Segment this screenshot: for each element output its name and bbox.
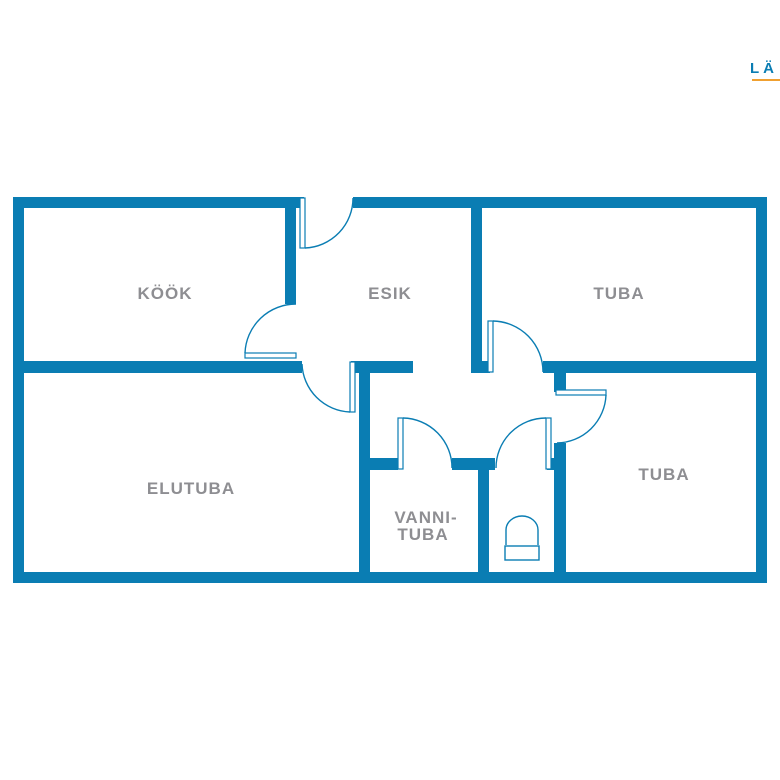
- wall-right: [756, 197, 767, 583]
- logo-underline: [752, 79, 780, 81]
- wall-bedroom1-bedroom2: [543, 361, 767, 373]
- logo-text: LÄ: [750, 60, 778, 77]
- wall-hall-bedroom1: [471, 197, 482, 373]
- door-wc[interactable]: [495, 417, 552, 470]
- wall-stub-bedroom1: [482, 361, 490, 373]
- room-label-kitchen: KÖÖK: [138, 284, 193, 303]
- wall-top-right: [353, 197, 767, 208]
- doors: [244, 197, 607, 470]
- room-label-bath-line1: VANNI-: [394, 508, 457, 527]
- wall-bath-top-mid: [452, 458, 495, 470]
- door-entrance[interactable]: [299, 197, 354, 249]
- wall-bedroom2-upper: [554, 361, 566, 392]
- logo: LÄ: [750, 60, 780, 81]
- wall-kitchen-living: [13, 361, 302, 373]
- door-bathroom[interactable]: [397, 417, 453, 470]
- door-bedroom2[interactable]: [555, 389, 607, 444]
- door-kitchen[interactable]: [244, 303, 297, 359]
- room-label-bedroom1: TUBA: [593, 284, 644, 303]
- room-label-bath-line2: TUBA: [397, 525, 448, 544]
- room-label-living: ELUTUBA: [147, 479, 235, 498]
- wall-top-left: [13, 197, 304, 208]
- wall-bath-wc: [478, 470, 489, 583]
- wall-kitchen-hall: [285, 197, 296, 304]
- door-bedroom1[interactable]: [487, 320, 544, 373]
- wall-left: [13, 197, 24, 583]
- room-label-hall: ESIK: [368, 284, 412, 303]
- wall-bottom: [13, 572, 767, 583]
- room-label-bedroom2: TUBA: [638, 465, 689, 484]
- wall-bath-top-left: [370, 458, 398, 470]
- toilet-icon: [504, 515, 540, 561]
- wall-living-bath: [359, 361, 370, 583]
- door-living[interactable]: [301, 361, 356, 413]
- walls: [13, 197, 767, 583]
- wall-bedroom2-lower: [554, 443, 566, 583]
